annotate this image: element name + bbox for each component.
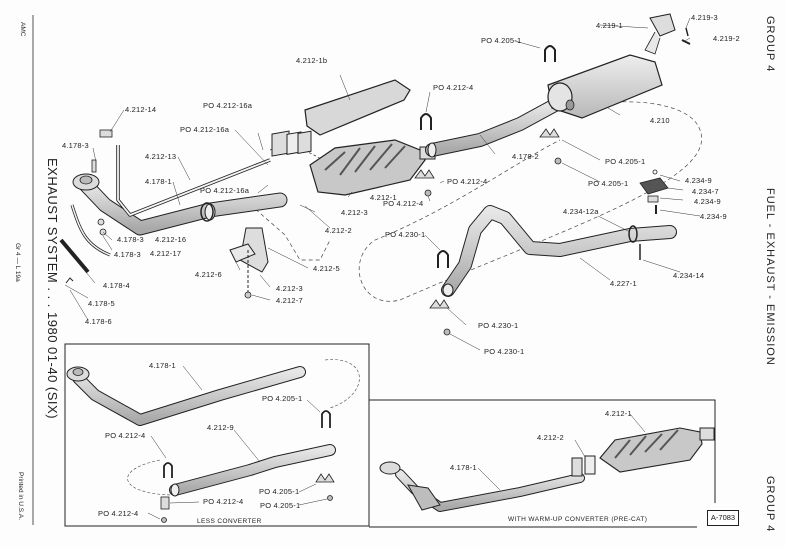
part-label: PO 4.205-1	[605, 157, 646, 166]
part-label: PO 4.205-1	[588, 179, 629, 188]
part-label: PO 4.205-1	[262, 394, 303, 403]
part-label: 4.178-1	[145, 177, 172, 186]
part-label: PO 4.230-1	[385, 230, 426, 239]
part-label: 4.178-2	[512, 152, 539, 161]
part-label: PO 4.212-16a	[180, 125, 230, 134]
part-label: 4.219-2	[713, 34, 740, 43]
tailpipe	[441, 205, 677, 297]
part-label: 4.234-9	[694, 197, 721, 206]
part-label: 4.178-3	[62, 141, 89, 150]
part-label: PO 4.205-1	[260, 501, 301, 510]
part-label: 4.212-7	[276, 296, 303, 305]
part-label: 4.178-5	[88, 299, 115, 308]
part-label: PO 4.205-1	[481, 36, 522, 45]
part-label: 4.212-2	[325, 226, 352, 235]
part-label: 4.219-3	[691, 13, 718, 22]
inset-caption: WITH WARM-UP CONVERTER (PRE-CAT)	[508, 516, 648, 523]
part-label: PO 4.212-4	[98, 509, 139, 518]
part-label: 4.219-1	[596, 21, 623, 30]
part-label: 4.234-14	[673, 271, 705, 280]
group-heading-bottom: GROUP 4	[764, 476, 776, 533]
part-label: 4.212-1	[605, 409, 632, 418]
printed-note: Printed in U.S.A.	[17, 472, 24, 521]
part-label: PO 4.212-4	[383, 199, 424, 208]
inset-caption: LESS CONVERTER	[197, 518, 262, 525]
part-label: 4.212-17	[150, 249, 182, 258]
part-label: 4.212-14	[125, 105, 157, 114]
part-label: 4.212-6	[195, 270, 222, 279]
section-title: FUEL - EXHAUST - EMISSION	[764, 188, 776, 366]
part-label: 4.234-7	[692, 187, 719, 196]
side-title: EXHAUST SYSTEM . . . 1980 01-40 (SIX)	[45, 158, 60, 420]
publisher-mark: AMC	[19, 22, 26, 37]
part-label: 4.212-3	[341, 208, 368, 217]
part-label: PO 4.212-4	[105, 431, 146, 440]
part-label: 4.212-5	[313, 264, 340, 273]
leader-lines	[64, 17, 701, 351]
part-label: PO 4.212-16a	[203, 101, 253, 110]
figure-id-box: A-7083	[707, 510, 739, 526]
part-label: 4.178-1	[149, 361, 176, 370]
inset-frame-less-converter	[64, 343, 370, 527]
page-ref: Gr 4 — L 19a	[14, 243, 21, 282]
part-label: 4.212-3	[276, 284, 303, 293]
heat-shield	[304, 79, 411, 136]
inset-less-converter-art	[66, 359, 360, 523]
part-label: PO 4.212-16a	[200, 186, 250, 195]
part-label: 4.210	[650, 116, 670, 125]
part-label: 4.178-3	[117, 235, 144, 244]
part-label: 4.212-13	[145, 152, 177, 161]
part-label: 4.212-1	[370, 193, 397, 202]
part-label: 4.212-9	[207, 423, 234, 432]
part-label: PO 4.230-1	[484, 347, 525, 356]
part-label: PO 4.230-1	[478, 321, 519, 330]
part-label: PO 4.212-4	[447, 177, 488, 186]
part-label: 4.178-4	[103, 281, 130, 290]
part-label: 4.234-12a	[563, 207, 599, 216]
inset-warmup-converter-art	[379, 413, 715, 512]
part-label: 4.178-3	[114, 250, 141, 259]
part-label: 4.227-1	[610, 279, 637, 288]
part-label: PO 4.205-1	[259, 487, 300, 496]
part-label: 4.178-6	[85, 317, 112, 326]
part-label: 4.234-9	[685, 176, 712, 185]
front-pipe-main	[72, 173, 288, 236]
part-label: 4.178-1	[450, 463, 477, 472]
part-label: 4.234-9	[700, 212, 727, 221]
part-label: PO 4.212-4	[203, 497, 244, 506]
intermediate-pipe	[425, 98, 562, 158]
part-label: PO 4.212-4	[433, 83, 474, 92]
muffler	[547, 54, 663, 119]
group-heading-top: GROUP 4	[764, 16, 776, 73]
inset-frame-warmup	[369, 399, 716, 503]
catalytic-converter	[309, 139, 436, 196]
part-label: 4.212-2	[537, 433, 564, 442]
part-label: 4.212-1b	[296, 56, 328, 65]
part-label: 4.212-16	[155, 235, 187, 244]
flange-gaskets	[271, 130, 312, 157]
